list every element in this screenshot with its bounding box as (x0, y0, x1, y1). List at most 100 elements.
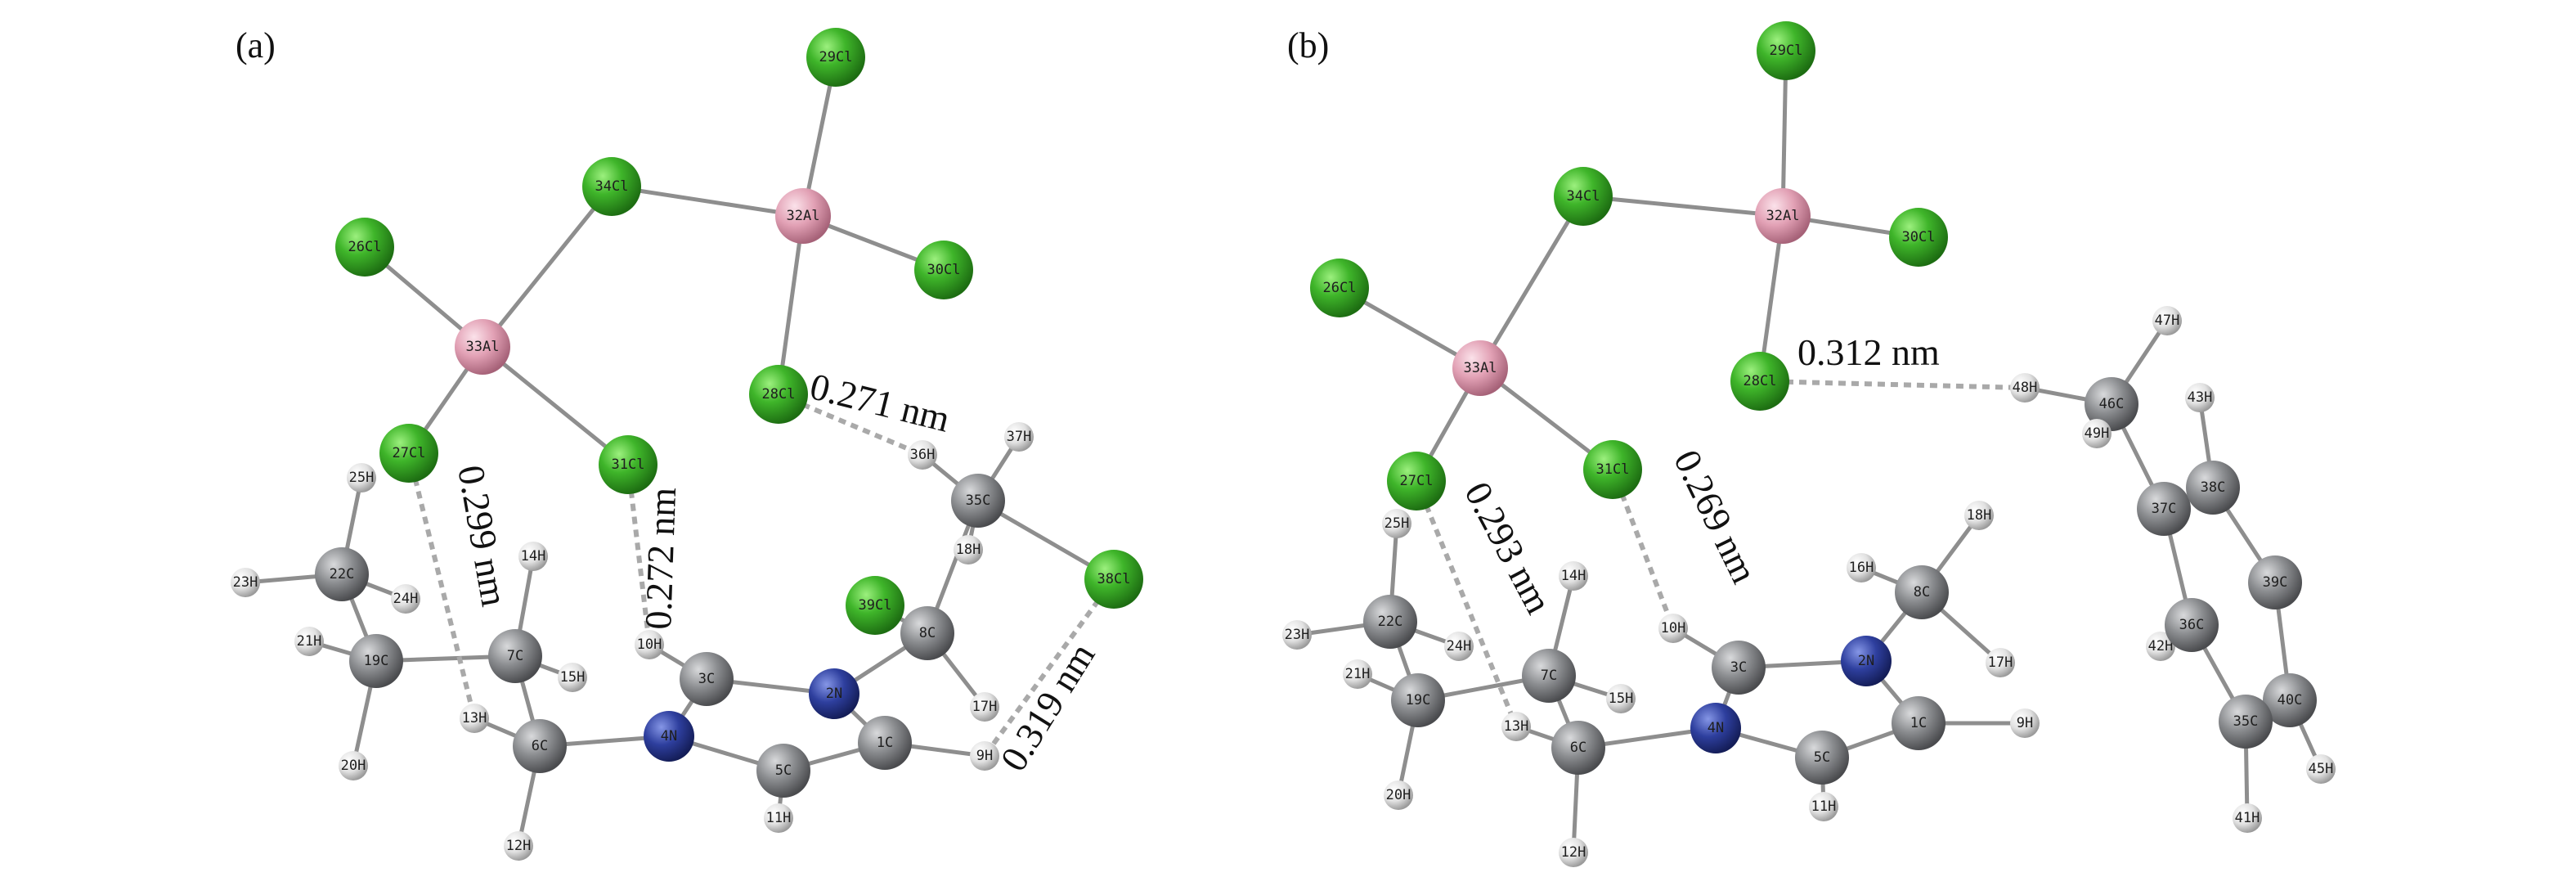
atom-8C: 8C (900, 606, 954, 660)
atom-label-15H: 15H (560, 669, 586, 686)
atom-sphere-24H (391, 584, 420, 614)
atom-label-16H: 16H (1849, 560, 1874, 576)
atom-sphere-22C (315, 547, 369, 601)
atom-label-10H: 10H (1661, 620, 1686, 636)
atom-5C: 5C (1795, 731, 1849, 785)
atom-20H: 20H (339, 751, 368, 780)
atom-label-48H: 48H (2013, 380, 2038, 396)
atom-38Cl: 38Cl (1084, 550, 1143, 609)
atom-7C: 7C (488, 629, 542, 683)
atom-label-12H: 12H (506, 838, 532, 854)
atom-sphere-1C (1892, 696, 1945, 750)
atom-label-18H: 18H (956, 542, 981, 558)
atom-sphere-26Cl (1310, 259, 1369, 317)
atom-19C: 19C (349, 634, 403, 688)
atom-label-41H: 41H (2235, 810, 2260, 826)
atom-sphere-48H (2010, 373, 2040, 403)
atom-6C: 6C (1551, 721, 1605, 775)
atom-label-1C: 1C (1910, 715, 1927, 731)
atom-30Cl: 30Cl (1889, 208, 1948, 267)
atom-8C: 8C (1895, 565, 1949, 619)
atom-sphere-40C (2263, 673, 2317, 727)
atom-sphere-19C (349, 634, 403, 688)
atom-label-23H: 23H (233, 574, 258, 591)
atom-sphere-12H (1559, 838, 1588, 867)
atom-20H: 20H (1384, 780, 1413, 810)
atom-sphere-4N (1690, 703, 1741, 753)
atom-label-20H: 20H (1386, 787, 1411, 803)
atom-sphere-31Cl (1583, 440, 1642, 499)
atom-21H: 21H (294, 627, 324, 656)
atom-4N: 4N (1690, 703, 1741, 753)
distance-label-b-1: 0.312 nm (1797, 331, 1940, 373)
atom-label-34Cl: 34Cl (595, 178, 629, 195)
atom-sphere-32Al (1755, 188, 1811, 244)
atom-label-24H: 24H (1447, 638, 1472, 654)
atom-label-8C: 8C (1914, 584, 1930, 600)
atom-24H: 24H (391, 584, 420, 614)
atom-label-30Cl: 30Cl (1902, 229, 1936, 245)
atom-sphere-27Cl (379, 424, 438, 483)
atom-sphere-43H (2185, 383, 2215, 412)
atom-sphere-46C (2085, 377, 2138, 431)
atom-4N: 4N (644, 711, 694, 762)
atom-label-29Cl: 29Cl (819, 49, 853, 65)
distance-label-a-4: 0.319 nm (992, 636, 1102, 779)
atom-18H: 18H (954, 535, 983, 564)
distance-label-a-2: 0.299 nm (450, 462, 515, 609)
atom-sphere-34Cl (1554, 167, 1613, 226)
atom-15H: 15H (558, 663, 587, 692)
atom-label-28Cl: 28Cl (762, 386, 796, 403)
atom-28Cl: 28Cl (1730, 352, 1789, 411)
atom-36C: 36C (2165, 598, 2219, 652)
atom-27Cl: 27Cl (379, 424, 438, 483)
atom-sphere-7C (1522, 649, 1576, 703)
atom-1C: 1C (1892, 696, 1945, 750)
atom-label-19C: 19C (1406, 692, 1431, 708)
atom-11H: 11H (764, 803, 793, 833)
atom-10H: 10H (635, 630, 664, 659)
atom-sphere-20H (1384, 780, 1413, 810)
atom-12H: 12H (504, 831, 533, 861)
atom-22C: 22C (315, 547, 369, 601)
atom-label-29Cl: 29Cl (1770, 43, 1803, 59)
atom-label-22C: 22C (1378, 614, 1403, 630)
atom-13H: 13H (460, 704, 489, 733)
atom-label-1C: 1C (877, 735, 893, 751)
atom-sphere-14H (1559, 561, 1588, 591)
bond-34Cl-32Al (609, 184, 806, 218)
atom-label-35C: 35C (2233, 713, 2259, 730)
atom-29Cl: 29Cl (806, 28, 865, 87)
atom-30Cl: 30Cl (914, 241, 973, 299)
atom-47H: 47H (2152, 306, 2182, 335)
atom-sphere-17H (1986, 648, 2015, 677)
atom-label-13H: 13H (462, 710, 487, 726)
atom-29Cl: 29Cl (1757, 21, 1815, 80)
atom-37H: 37H (1004, 422, 1034, 452)
atom-2N: 2N (1841, 636, 1892, 686)
atom-label-13H: 13H (1504, 718, 1529, 735)
hydrogen-bond-38Cl-9H (982, 578, 1116, 758)
atom-label-11H: 11H (1811, 798, 1837, 815)
atom-43H: 43H (2185, 383, 2215, 412)
atom-sphere-21H (1343, 659, 1372, 689)
atom-sphere-25H (1382, 509, 1411, 538)
atom-label-27Cl: 27Cl (393, 445, 426, 461)
atom-5C: 5C (756, 744, 810, 798)
atom-sphere-35C (2219, 695, 2273, 749)
atom-label-32Al: 32Al (787, 208, 820, 224)
atom-26Cl: 26Cl (335, 218, 394, 277)
atom-sphere-41H (2233, 803, 2262, 833)
atom-label-17H: 17H (972, 699, 998, 715)
atom-label-9H: 9H (976, 748, 993, 764)
atom-39Cl: 39Cl (846, 576, 904, 635)
atom-sphere-10H (1658, 614, 1688, 643)
atom-1C: 1C (858, 716, 912, 770)
atom-19C: 19C (1391, 673, 1445, 727)
atom-46C: 46C (2085, 377, 2138, 431)
atom-23H: 23H (1282, 620, 1312, 650)
atom-label-18H: 18H (1967, 507, 1992, 524)
atom-sphere-29Cl (806, 28, 865, 87)
bond-33Al-31Cl (480, 344, 631, 467)
